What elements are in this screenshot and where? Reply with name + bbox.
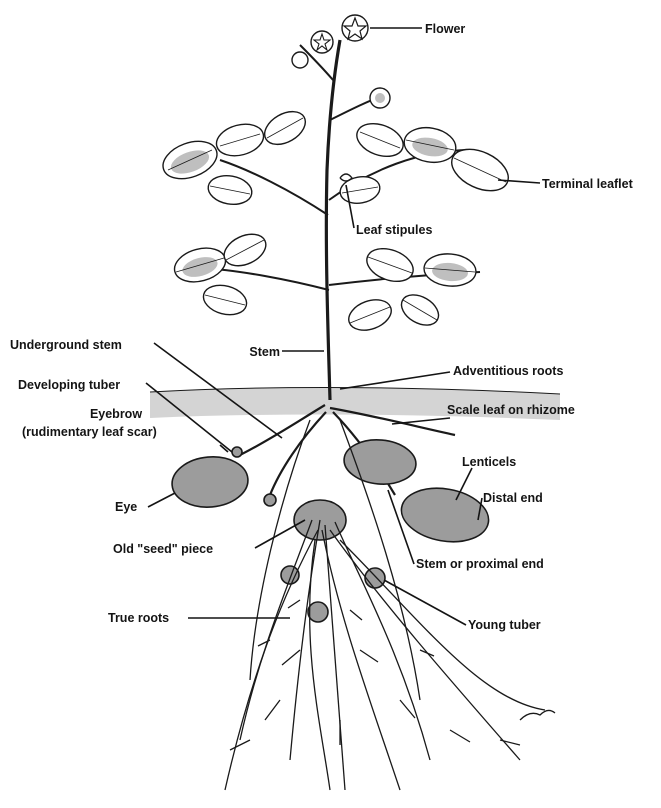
label-lenticels: Lenticels bbox=[462, 455, 516, 469]
leaf bbox=[423, 252, 478, 288]
label-leaf-stipules: Leaf stipules bbox=[356, 223, 432, 237]
label-distal-end: Distal end bbox=[483, 491, 543, 505]
leader-lines bbox=[146, 28, 540, 625]
leaf bbox=[259, 105, 311, 151]
leaf bbox=[352, 118, 407, 163]
leaf bbox=[200, 281, 250, 319]
main-stem bbox=[326, 40, 340, 400]
flower-cluster bbox=[292, 15, 390, 108]
label-adventitious-roots: Adventitious roots bbox=[453, 364, 563, 378]
tubers bbox=[170, 437, 493, 622]
leaf bbox=[171, 243, 230, 287]
foliage bbox=[158, 105, 515, 336]
leaf-stipule-mark bbox=[340, 174, 352, 181]
young-tuber-shape bbox=[365, 568, 385, 588]
label-eyebrow-note: (rudimentary leaf scar) bbox=[22, 425, 157, 439]
leaf bbox=[158, 134, 222, 185]
label-underground-stem: Underground stem bbox=[10, 338, 122, 352]
label-scale-leaf-on-rhizome: Scale leaf on rhizome bbox=[447, 403, 575, 417]
leaf bbox=[219, 228, 271, 272]
tuber-upper-right bbox=[342, 437, 418, 487]
label-terminal-leaflet: Terminal leaflet bbox=[542, 177, 634, 191]
leaf bbox=[345, 294, 396, 335]
label-stem: Stem bbox=[249, 345, 280, 359]
leaf bbox=[206, 172, 254, 207]
developing-tuber-shape bbox=[232, 447, 242, 457]
leaf bbox=[396, 289, 444, 332]
label-flower: Flower bbox=[425, 22, 465, 36]
label-true-roots: True roots bbox=[108, 611, 169, 625]
label-eyebrow: Eyebrow bbox=[90, 407, 142, 421]
label-developing-tuber: Developing tuber bbox=[18, 378, 120, 392]
leaf bbox=[213, 119, 267, 160]
leaf bbox=[338, 174, 382, 207]
label-eye: Eye bbox=[115, 500, 137, 514]
tuber-left bbox=[170, 454, 250, 510]
label-stem-or-proximal-end: Stem or proximal end bbox=[416, 557, 544, 571]
label-young-tuber: Young tuber bbox=[468, 618, 541, 632]
label-old-seed-piece: Old "seed" piece bbox=[113, 542, 213, 556]
